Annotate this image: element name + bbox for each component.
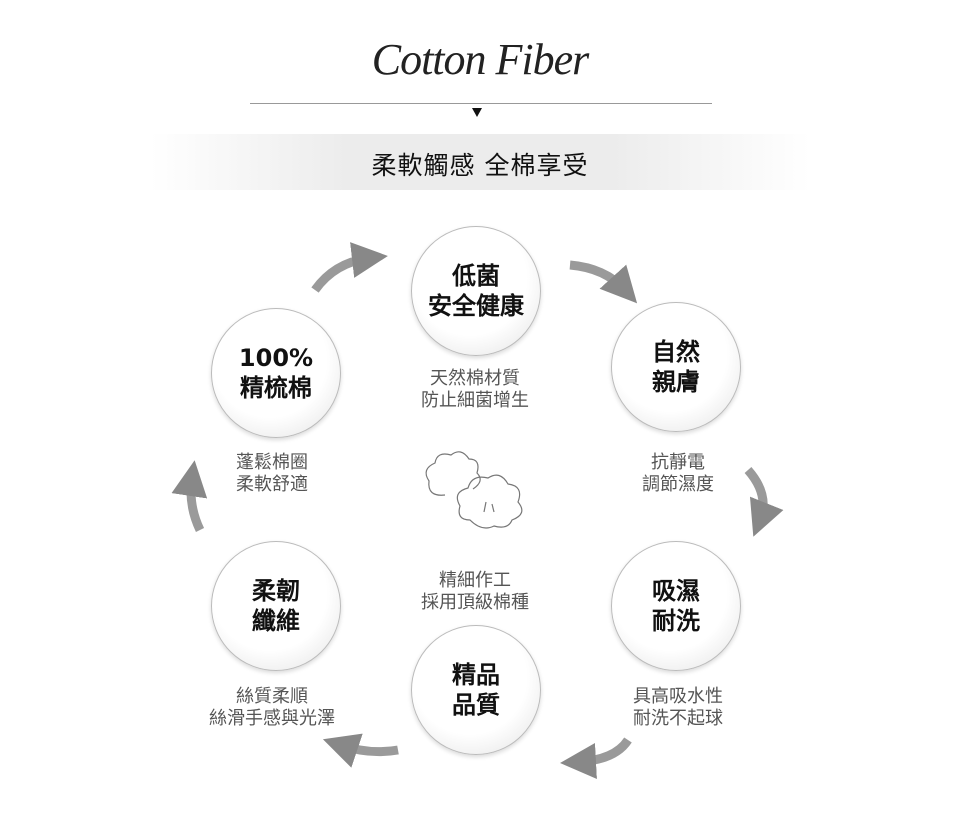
feature-title: 100%: [238, 344, 314, 372]
feature-title: 低菌: [452, 262, 500, 290]
feature-caption: 抗靜電調節濕度: [642, 452, 714, 495]
feature-title: 吸濕: [652, 577, 700, 605]
arrow-icon: [560, 737, 632, 779]
feature-title: 精梳棉: [240, 374, 312, 402]
arrow-icon: [171, 460, 208, 532]
feature-caption: 天然棉材質防止細菌增生: [421, 368, 529, 411]
subtitle: 柔軟觸感 全棉享受: [371, 151, 589, 180]
feature-title: 品質: [452, 691, 500, 719]
arrow-icon: [744, 467, 784, 537]
feature-title: 安全健康: [428, 292, 524, 320]
feature-title: 纖維: [252, 607, 300, 635]
feature-title: 親膚: [652, 368, 700, 396]
feature-title: 精品: [452, 661, 500, 689]
triangle-down-icon: [472, 108, 482, 117]
feature-caption: 精細作工採用頂級棉種: [421, 570, 529, 613]
divider: [250, 103, 712, 104]
feature-circle-skin-friendly: 自然親膚: [611, 302, 741, 432]
subtitle-band: [150, 134, 810, 190]
cotton-icon: [425, 451, 523, 529]
feature-caption: 蓬鬆棉圈柔軟舒適: [236, 452, 308, 495]
title: Cotton Fiber: [371, 35, 590, 84]
feature-circle-combed-cotton: 100%精梳棉: [211, 308, 341, 438]
feature-caption: 具高吸水性耐洗不起球: [633, 686, 723, 729]
feature-title: 耐洗: [652, 607, 700, 635]
arrow-icon: [569, 260, 638, 304]
feature-circle-quality: 精品品質: [411, 625, 541, 755]
feature-circle-absorbent: 吸濕耐洗: [611, 541, 741, 671]
feature-circle-low-bacteria: 低菌安全健康: [411, 226, 541, 356]
feature-circle-fiber: 柔韌纖維: [211, 541, 341, 671]
feature-caption: 絲質柔順絲滑手感與光澤: [209, 686, 335, 729]
arrow-icon: [322, 733, 399, 768]
feature-title: 自然: [652, 338, 700, 366]
feature-title: 柔韌: [252, 577, 300, 605]
arrow-icon: [311, 242, 388, 293]
